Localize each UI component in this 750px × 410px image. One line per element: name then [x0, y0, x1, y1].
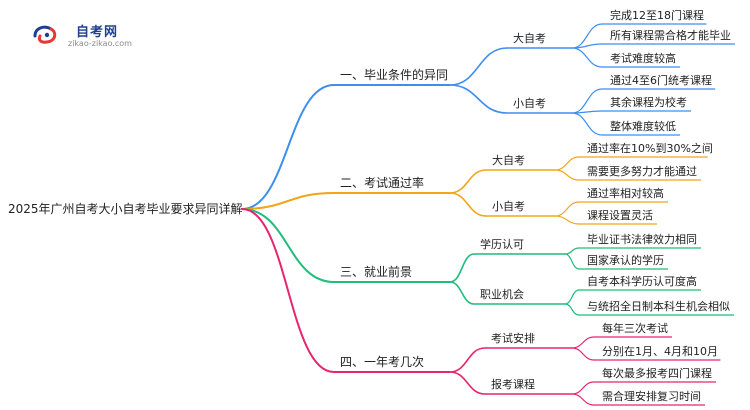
branch-label: 四、一年考几次	[340, 355, 424, 369]
logo-icon	[33, 25, 57, 44]
leaf-connector	[571, 381, 595, 395]
branch-connector	[241, 208, 335, 373]
logo-title: 自考网	[76, 25, 119, 40]
leaf-connector	[554, 156, 580, 171]
leaf-label: 自考本科学历认可度高	[587, 274, 697, 288]
leaf-label: 完成12至18门课程	[610, 8, 704, 22]
root-topic: 2025年广州自考大小自考毕业要求异同详解	[8, 201, 243, 216]
leaf-connector	[571, 347, 595, 361]
leaf-connector	[571, 43, 603, 49]
subbranch-label: 大自考	[513, 31, 546, 45]
branch-connector	[241, 84, 335, 210]
leaf-label: 国家承认的学历	[587, 253, 664, 267]
leaf-label: 课程设置灵活	[587, 209, 653, 222]
subbranch-label: 小自考	[492, 200, 525, 213]
subbranch-connector	[449, 192, 487, 217]
subbranch-label: 职业机会	[480, 287, 524, 301]
leaf-label: 与统招全日制本科生机会相似	[587, 299, 730, 313]
logo-url: zikao-zikao.com	[68, 39, 132, 48]
subbranch-label: 学历认可	[480, 237, 524, 251]
leaf-label: 需要更多努力才能通过	[587, 164, 697, 178]
leaf-connector	[571, 393, 595, 406]
subbranch-label: 小自考	[513, 97, 546, 110]
subbranch-label: 大自考	[492, 153, 525, 167]
subbranch-connector	[449, 169, 487, 194]
subbranch-connector	[449, 281, 475, 305]
site-logo[interactable]: 自考网 zikao-zikao.com	[32, 20, 162, 50]
subbranch-connector	[449, 371, 486, 395]
branch-label: 二、考试通过率	[340, 175, 424, 190]
leaf-label: 分别在1月、4月和10月	[602, 345, 718, 358]
leaf-label: 需合理安排复习时间	[602, 389, 701, 403]
leaf-connector	[564, 253, 580, 270]
branch-label: 三、就业前景	[340, 264, 412, 279]
leaf-label: 整体难度较低	[610, 119, 676, 133]
leaf-label: 通过率在10%到30%之间	[587, 141, 713, 155]
subbranch-connector	[449, 253, 475, 283]
subbranch-label: 报考课程	[491, 377, 535, 391]
subbranch-connector	[449, 347, 486, 373]
branch-connector	[241, 208, 335, 283]
leaf-connector	[571, 47, 603, 68]
leaf-label: 所有课程需合格才能毕业	[610, 28, 731, 42]
branch-label: 一、毕业条件的异同	[340, 67, 448, 82]
branch-connector	[241, 192, 335, 210]
leaf-connector	[554, 215, 580, 225]
leaf-label: 通过4至6门统考课程	[610, 73, 712, 87]
subbranch-label: 考试安排	[491, 331, 535, 345]
leaf-connector	[571, 336, 595, 349]
leaf-connector	[564, 247, 580, 255]
leaf-label: 其余课程为校考	[610, 95, 687, 109]
leaf-connector	[571, 88, 603, 114]
leaf-connector	[571, 112, 603, 136]
subbranch-connector	[449, 47, 508, 86]
leaf-connector	[564, 289, 580, 305]
leaf-label: 通过率相对较高	[587, 186, 664, 200]
leaf-label: 考试难度较高	[610, 51, 676, 65]
leaf-label: 每次最多报考四门课程	[602, 366, 712, 380]
leaf-connector	[554, 169, 580, 181]
subbranch-connector	[449, 84, 508, 114]
leaf-label: 每年三次考试	[602, 321, 668, 335]
leaf-label: 毕业证书法律效力相同	[587, 232, 697, 246]
leaf-connector	[554, 201, 580, 217]
leaf-connector	[564, 303, 580, 316]
